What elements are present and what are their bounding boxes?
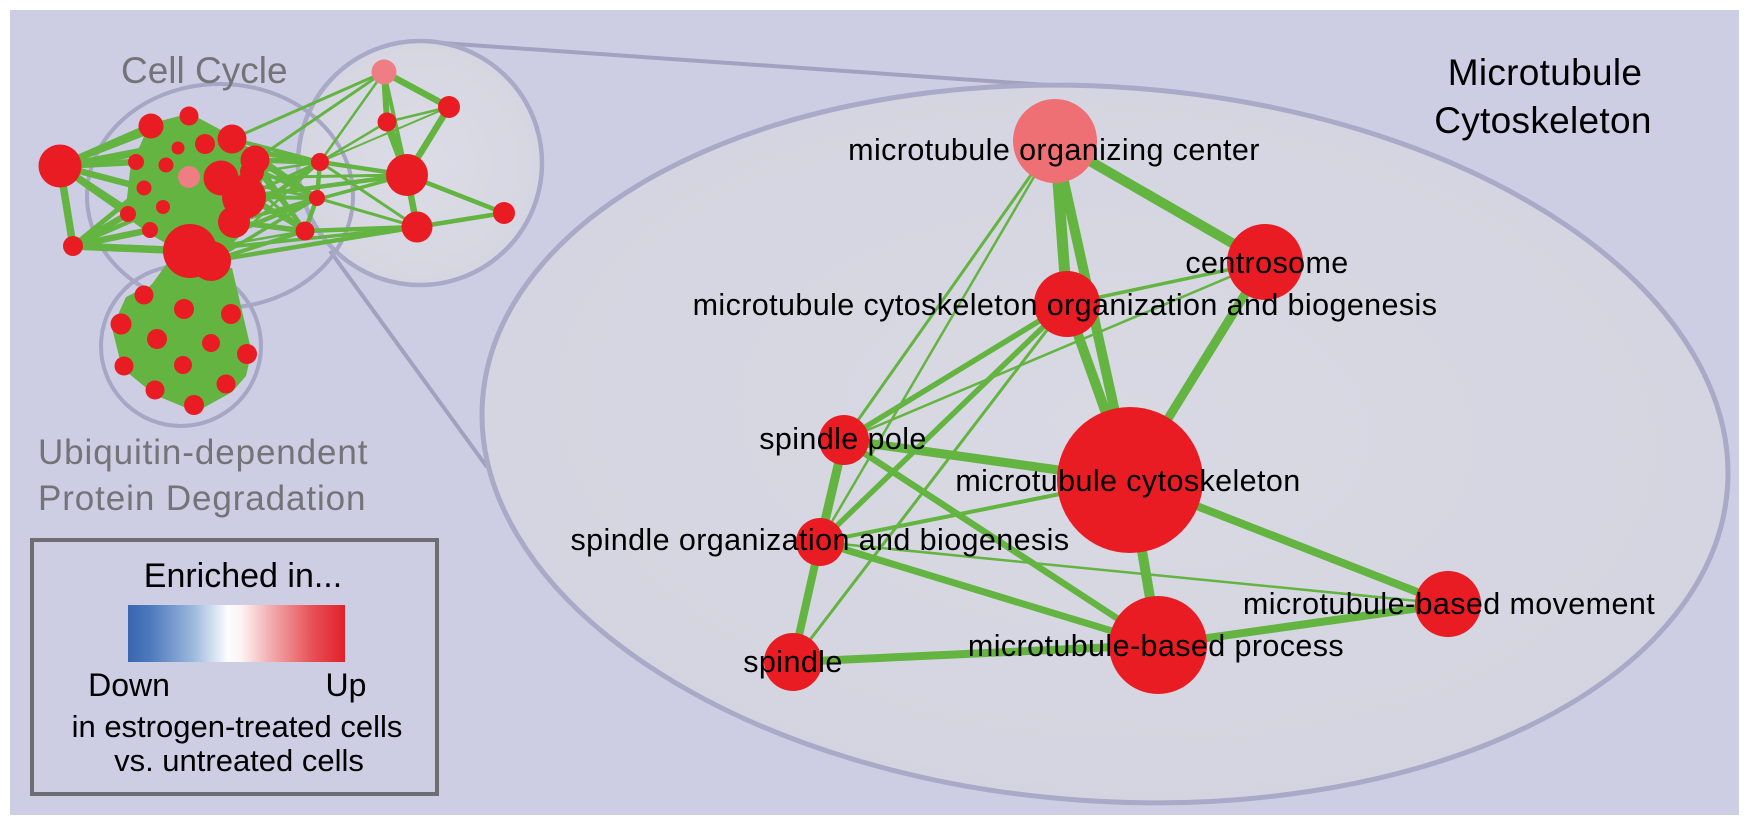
svg-text:Cell Cycle: Cell Cycle — [121, 50, 288, 91]
svg-text:microtubule cytoskeleton organ: microtubule cytoskeleton organization an… — [693, 288, 1438, 322]
svg-text:Microtubule: Microtubule — [1448, 52, 1643, 93]
svg-text:microtubule cytoskeleton: microtubule cytoskeleton — [955, 464, 1300, 498]
svg-text:in estrogen-treated cells: in estrogen-treated cells — [72, 709, 403, 744]
svg-text:spindle pole: spindle pole — [759, 422, 927, 456]
svg-text:Protein Degradation: Protein Degradation — [38, 479, 366, 518]
svg-text:vs. untreated cells: vs. untreated cells — [114, 743, 364, 778]
svg-text:microtubule-based movement: microtubule-based movement — [1243, 587, 1655, 621]
svg-text:Up: Up — [326, 667, 367, 703]
svg-text:Cytoskeleton: Cytoskeleton — [1434, 100, 1652, 141]
svg-text:spindle: spindle — [743, 645, 842, 679]
svg-text:Down: Down — [88, 667, 170, 703]
svg-text:microtubule organizing center: microtubule organizing center — [848, 133, 1260, 167]
svg-text:Ubiquitin-dependent: Ubiquitin-dependent — [38, 433, 368, 472]
svg-text:Enriched in...: Enriched in... — [144, 557, 342, 595]
svg-text:centrosome: centrosome — [1185, 246, 1348, 280]
svg-text:spindle organization and bioge: spindle organization and biogenesis — [571, 523, 1070, 557]
svg-text:microtubule-based process: microtubule-based process — [968, 629, 1344, 663]
